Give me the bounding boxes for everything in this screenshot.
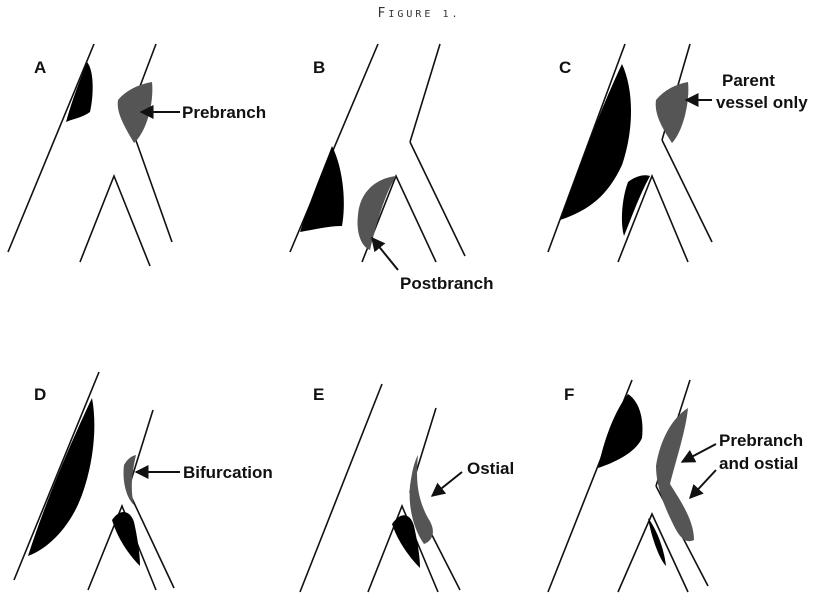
panel-c-letter: C	[559, 58, 571, 77]
panel-f: F Prebranch and ostial	[548, 380, 803, 592]
panel-f-label-line1: Prebranch	[719, 431, 803, 450]
panel-d-plaque-gray	[123, 455, 136, 505]
panel-b: B Postbranch	[290, 44, 494, 293]
panel-f-plaque-dark	[598, 394, 642, 468]
panel-a-plaque-dark	[66, 62, 93, 122]
panel-d-plaque-dark	[28, 398, 94, 556]
panel-e-vessel-left-wall	[300, 384, 382, 592]
panel-d-letter: D	[34, 385, 46, 404]
panel-b-label: Postbranch	[400, 274, 494, 293]
panel-b-plaque-gray	[358, 176, 397, 250]
panel-f-letter: F	[564, 385, 574, 404]
panel-f-arrow-lower	[690, 470, 716, 498]
panel-d-label: Bifurcation	[183, 463, 273, 482]
panel-f-plaque-gray	[656, 408, 694, 541]
panel-b-vessel-right-upper-wall	[410, 44, 440, 142]
panel-a-carina	[80, 176, 150, 266]
panel-c-branch-right-wall	[662, 140, 712, 242]
panel-c-label-line1: Parent	[722, 71, 775, 90]
panel-a-vessel-left-wall	[8, 44, 94, 252]
panel-c-plaque-gray	[656, 82, 689, 143]
panel-e-arrow	[432, 472, 462, 496]
panel-c-branch-plaque	[622, 175, 650, 236]
panel-b-branch-right-wall	[410, 142, 465, 256]
panel-a-label: Prebranch	[182, 103, 266, 122]
panel-c-label-line2: vessel only	[716, 93, 808, 112]
panel-f-arrow-upper	[682, 444, 716, 462]
panel-e-label: Ostial	[467, 459, 514, 478]
panel-b-arrow	[372, 238, 398, 270]
panel-c-plaque-dark	[560, 64, 631, 220]
panel-e-letter: E	[313, 385, 324, 404]
panel-d-branch-plaque	[112, 512, 140, 566]
panel-b-letter: B	[313, 58, 325, 77]
panel-e: E Ostial	[300, 384, 514, 592]
panel-c: C Parent vessel only	[548, 44, 808, 262]
panel-d: D Bifurcation	[14, 372, 273, 590]
panel-a-letter: A	[34, 58, 46, 77]
panel-a: A Prebranch	[8, 44, 266, 266]
panel-b-plaque-dark	[300, 146, 344, 232]
panel-f-label-line2: and ostial	[719, 454, 798, 473]
